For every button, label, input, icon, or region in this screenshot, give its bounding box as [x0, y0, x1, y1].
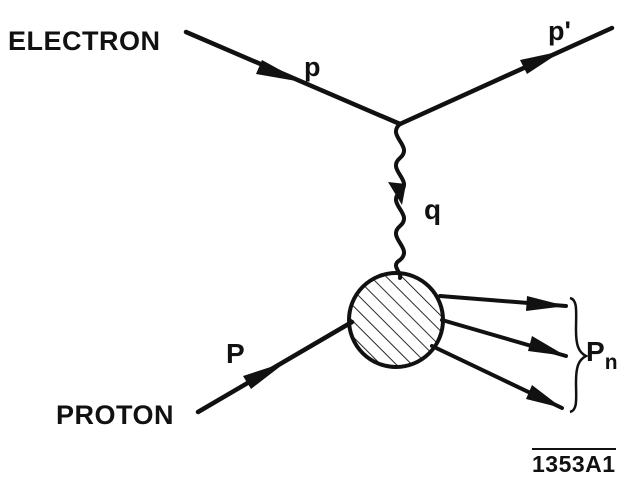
- virtual-photon-arrow: [388, 182, 406, 205]
- outgoing-electron-arrow: [520, 51, 562, 74]
- outgoing-hadron-arrow: [526, 385, 562, 408]
- outgoing-hadron-arrow: [528, 336, 566, 356]
- incoming-proton-label: PROTON: [56, 400, 175, 430]
- electron-momentum-out-label: p': [548, 16, 571, 46]
- final-state-subscript: n: [604, 351, 618, 374]
- incoming-electron-label: ELECTRON: [8, 26, 161, 56]
- outgoing-electron-line: [397, 25, 615, 127]
- incoming-electron-arrow: [256, 60, 302, 82]
- final-state-symbol: P: [586, 336, 605, 367]
- virtual-photon-line: [394, 122, 406, 280]
- figure-id: 1353A1: [532, 448, 616, 476]
- outgoing-hadron-arrow: [526, 296, 566, 311]
- electron-momentum-in-label: p: [304, 52, 321, 82]
- hadronic-vertex-blob: [347, 271, 445, 369]
- final-state-brace: [569, 296, 589, 414]
- photon-momentum-label: q: [424, 194, 442, 225]
- final-state-label: Pn: [586, 336, 618, 374]
- proton-momentum-label: P: [226, 338, 245, 369]
- incoming-proton-arrow: [243, 362, 286, 389]
